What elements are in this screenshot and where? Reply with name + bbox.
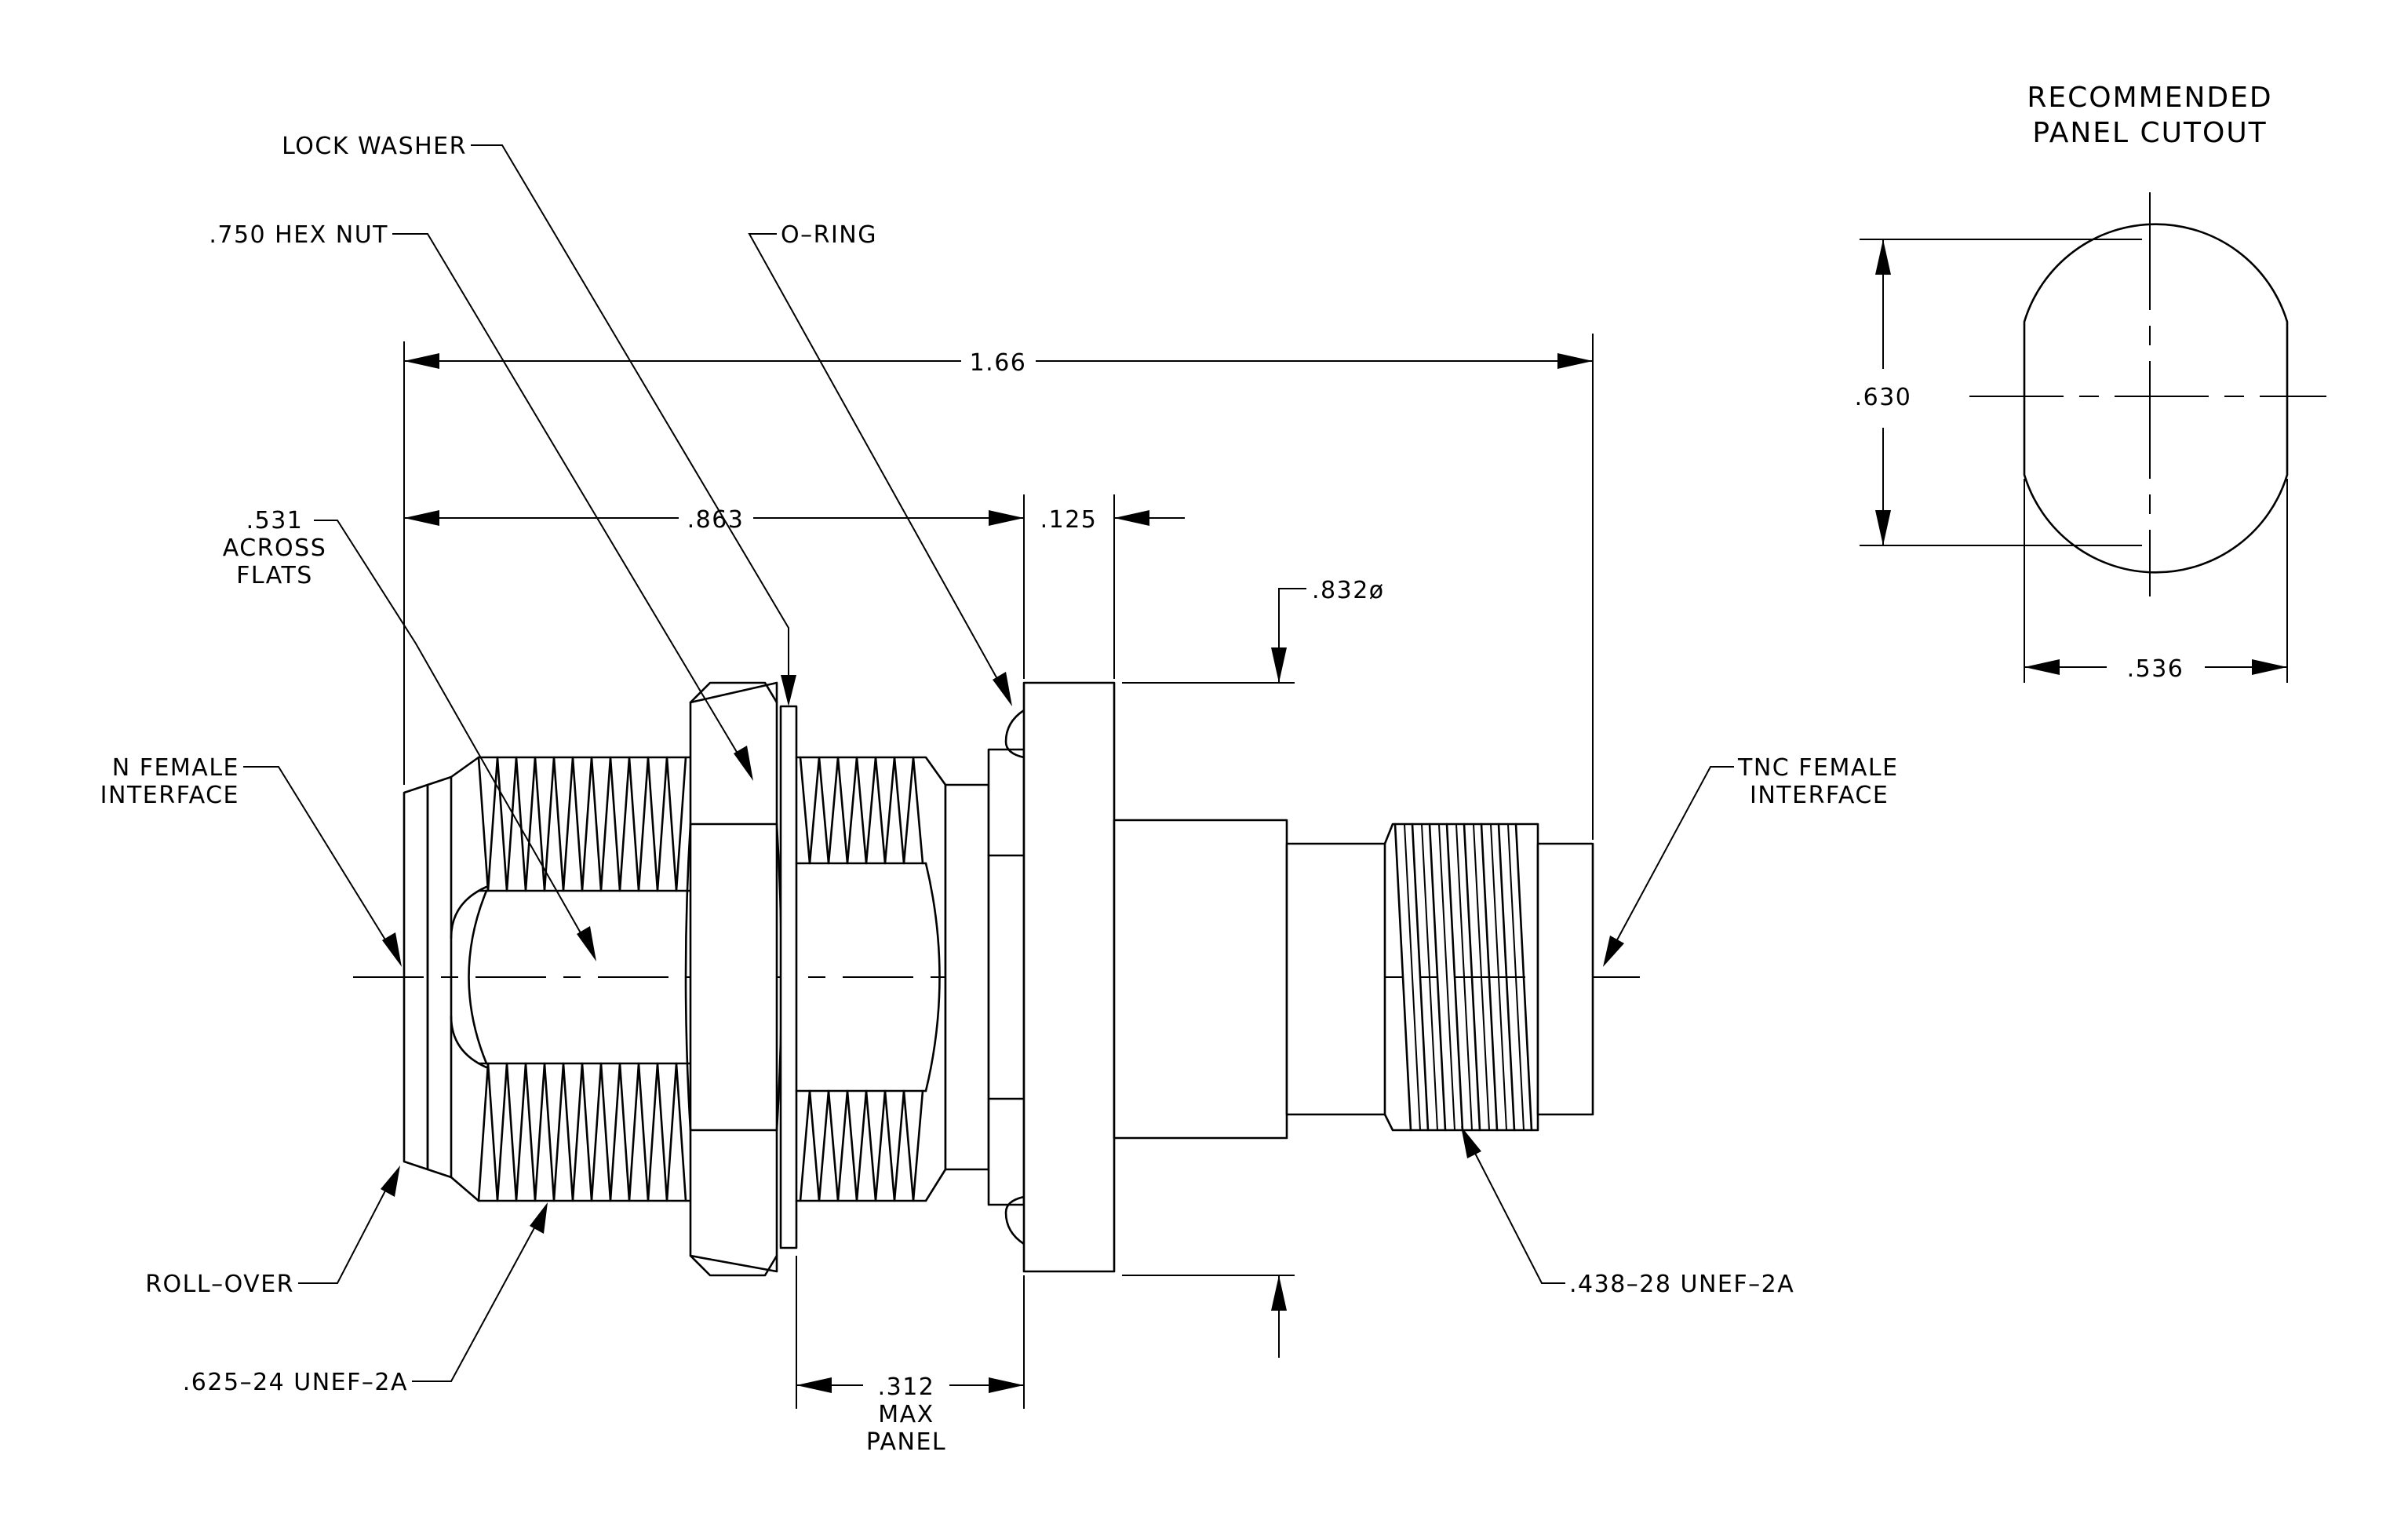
o-ring [987,709,1025,1246]
thread-438-label: .438–28 UNEF–2A [1569,1271,1794,1298]
cutout-width: .536 [2127,655,2184,683]
tnc-body [1113,819,1288,1140]
dim-863: .863 [687,506,745,534]
dim-panel-label: PANEL [866,1428,946,1456]
tnc-neck [1285,842,1386,1116]
labels: LOCK WASHER .750 HEX NUT O–RING 1.66 .53… [100,82,2272,1456]
panel-cutout [1860,192,2326,683]
dim-overall-length: 1.66 [970,349,1027,377]
cutout-height: .630 [1855,384,1912,411]
cutout-outline [2023,223,2289,574]
cutout-title-2: PANEL CUTOUT [2032,117,2267,149]
lock-washer [779,705,798,1249]
dimensions [403,334,1594,1409]
thread-inner [795,756,947,1202]
thread-625-24 [450,756,692,1202]
hex-nut [684,681,783,1277]
tnc-female-label-1: TNC FEMALE [1737,754,1899,782]
o-ring-label: O–RING [781,221,877,249]
roll-over-label: ROLL–OVER [145,1271,294,1298]
n-female-label-1: N FEMALE [112,754,239,782]
dim-panel-max: MAX [878,1401,934,1428]
dim-across-flats-value: .531 [246,507,304,534]
dim-across-flats-line3: FLATS [236,562,313,589]
leaders [243,144,1734,1382]
dim-across-flats-line2: ACROSS [223,534,327,562]
hex-nut-label: .750 HEX NUT [209,221,388,249]
collar [944,783,990,1171]
connector-body [353,681,1640,1277]
cutout-title-1: RECOMMENDED [2027,82,2272,114]
flange [1022,681,1116,1273]
dim-832-dia: .832ø [1312,577,1385,604]
dim-panel-value: .312 [878,1373,935,1401]
tnc-female-label-2: INTERFACE [1750,782,1889,809]
tnc-interface-face [1536,842,1594,1116]
lock-washer-label: LOCK WASHER [282,133,467,160]
dim-125: .125 [1040,506,1098,534]
thread-625-label: .625–24 UNEF–2A [183,1369,408,1396]
n-female-label-2: INTERFACE [100,782,239,809]
